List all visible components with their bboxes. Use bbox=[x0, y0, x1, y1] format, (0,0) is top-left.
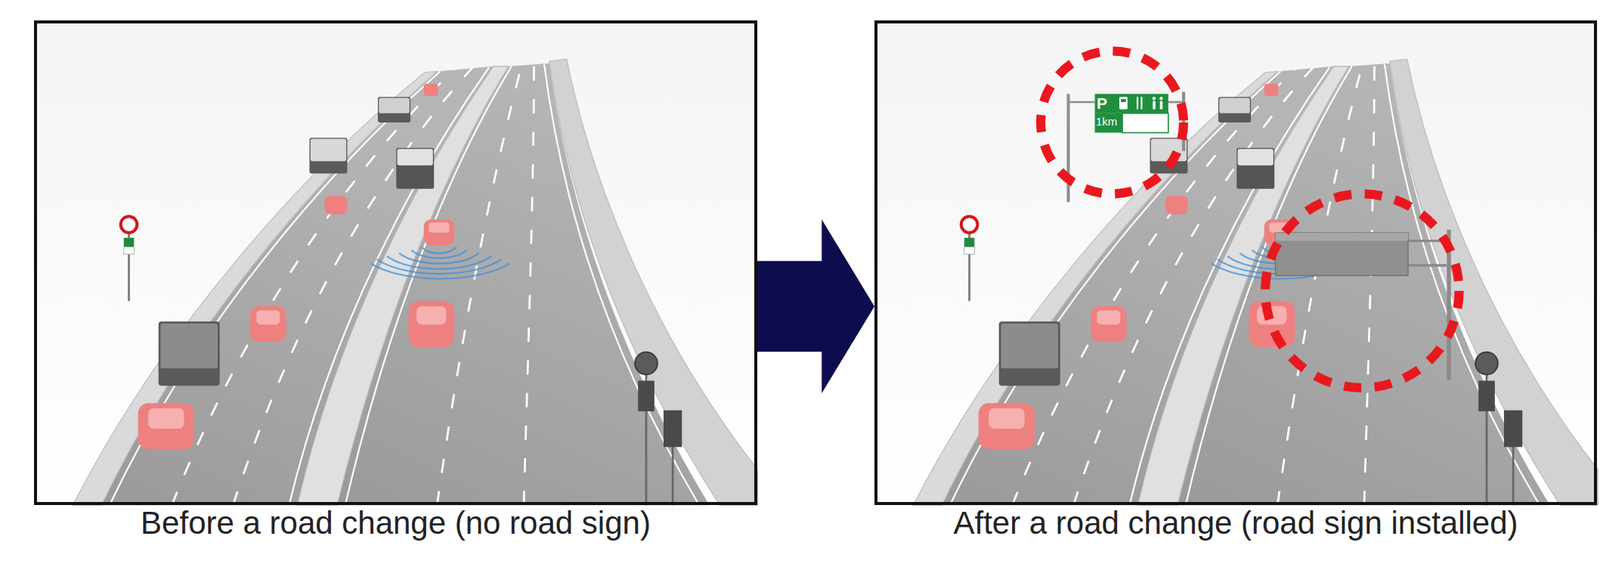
sign-text: P bbox=[1096, 95, 1108, 112]
transition-arrow bbox=[757, 219, 875, 394]
illustration-panel: Before a road change (no road sign) bbox=[34, 20, 758, 505]
sign-text: 1km bbox=[1095, 115, 1118, 127]
overhead-sign bbox=[1275, 232, 1409, 276]
new-road-signs bbox=[1040, 51, 1460, 389]
panel-caption: Before a road change (no road sign) bbox=[140, 504, 651, 542]
highlight-circle bbox=[1040, 51, 1184, 195]
panel-caption: After a road change (road sign installed… bbox=[953, 504, 1518, 542]
highlight-circle bbox=[1265, 194, 1460, 389]
service-sign bbox=[1095, 93, 1169, 114]
highway-after bbox=[874, 20, 1598, 505]
highway-before bbox=[34, 20, 758, 505]
illustration-panel: After a road change (road sign installed… bbox=[874, 20, 1597, 505]
